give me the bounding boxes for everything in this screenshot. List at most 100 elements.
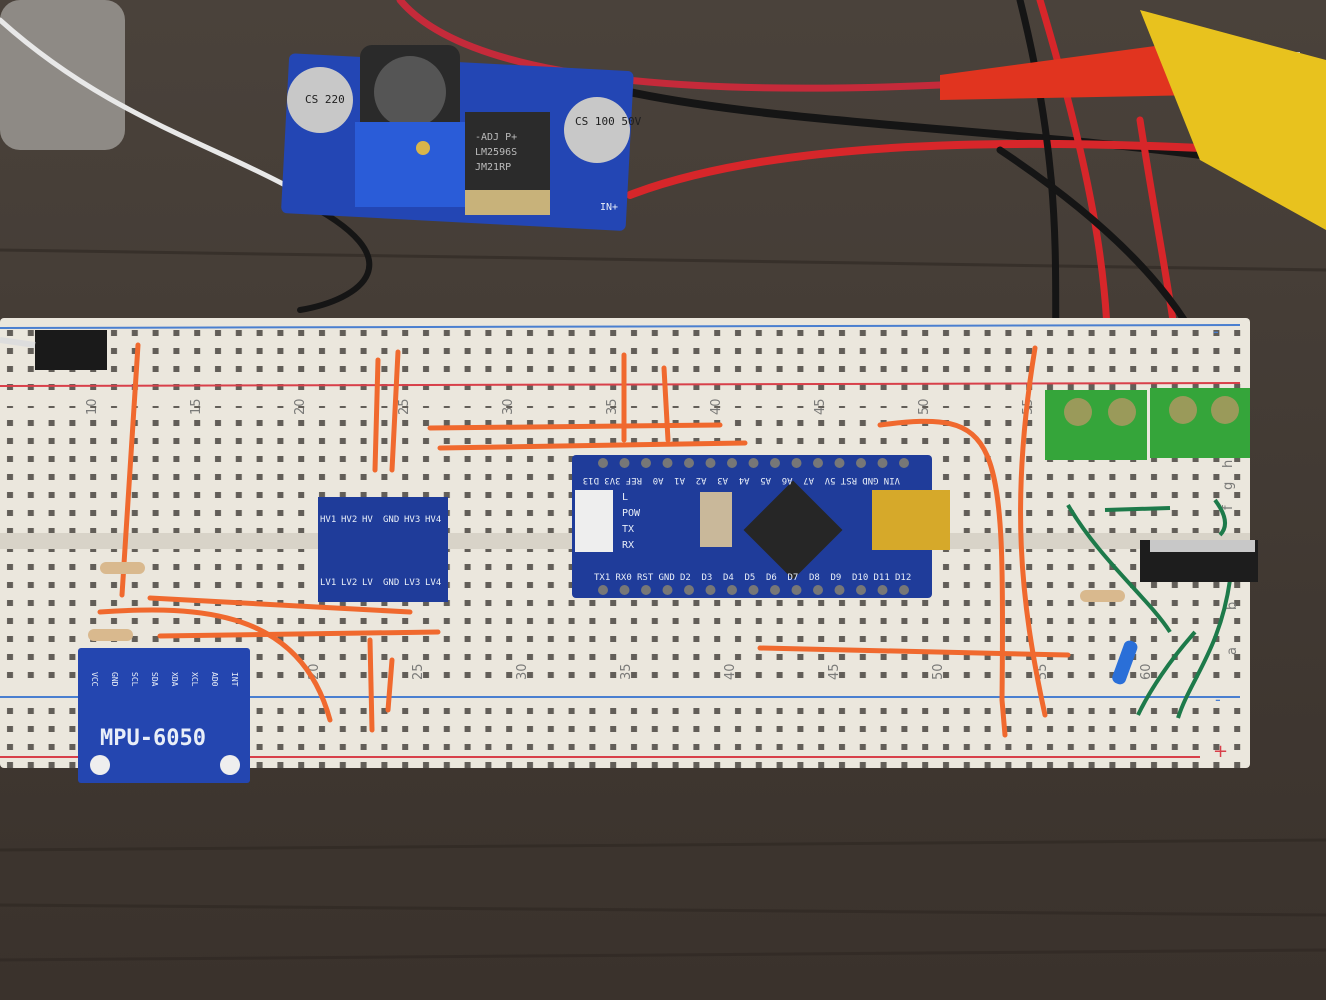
- nano-pin-label: RST: [637, 573, 654, 583]
- capacitor-right: [564, 97, 630, 163]
- column-number: 60: [1139, 663, 1154, 680]
- nano-pin-label: GND: [862, 475, 878, 485]
- level-shifter-pin-label: LV4: [425, 578, 441, 588]
- mpu6050-pin-label: XCL: [190, 672, 199, 687]
- nano-pin-label: REF: [626, 475, 642, 485]
- header-pin: [705, 585, 716, 595]
- column-number: 30: [515, 663, 530, 680]
- header-pin: [856, 585, 866, 595]
- rail-minus-bottom: -: [1215, 690, 1221, 709]
- column-number: 35: [619, 663, 634, 680]
- mpu6050-pin-label: VCC: [90, 672, 99, 687]
- header-pin: [662, 458, 673, 468]
- row-letter: g: [1221, 482, 1236, 490]
- mpu6050-pin-label: XDA: [170, 672, 179, 687]
- header-pin: [598, 585, 608, 595]
- resistor: [1080, 590, 1125, 602]
- green-wires: [1066, 498, 1232, 719]
- buck-converter-module: CS 220 -ADJ P+ LM2596S JM21RP CS 100 50V…: [281, 45, 642, 231]
- icsp-header: [575, 490, 613, 552]
- column-number: 50: [931, 663, 946, 680]
- column-number: 35: [605, 398, 620, 415]
- nano-pin-label: 3V3: [604, 475, 620, 485]
- level-shifter-pin-label: HV4: [425, 515, 441, 525]
- nano-pin-label: D8: [809, 573, 820, 583]
- header-pin: [662, 585, 673, 595]
- in-label: IN+: [600, 202, 618, 213]
- column-number: 30: [501, 398, 516, 415]
- nano-pin-label: A7: [803, 475, 814, 485]
- column-number: 10: [85, 398, 100, 415]
- header-pin: [684, 458, 694, 468]
- header-pin: [791, 585, 802, 595]
- nano-pin-label: A0: [653, 475, 664, 485]
- nano-pin-label: D5: [745, 573, 756, 583]
- microcontroller: [743, 480, 843, 580]
- column-number: 20: [293, 398, 308, 415]
- level-shifter-pin-label: LV3: [404, 578, 420, 588]
- rail-minus-top: -: [1213, 322, 1219, 341]
- header-pin: [748, 458, 759, 468]
- nano-pin-label: D4: [723, 573, 734, 583]
- mpu6050-pin-label: GND: [110, 672, 119, 687]
- nano-pin-label: GND: [659, 573, 675, 583]
- nano-pin-label: RX0: [616, 573, 632, 583]
- reset-button: [700, 492, 732, 547]
- header-pin: [770, 585, 780, 595]
- nano-led-label: POW: [622, 508, 641, 519]
- mpu6050-pin-label: INT: [230, 672, 239, 687]
- level-shifter-pin-label: LV2: [341, 578, 357, 588]
- nano-pin-label: VIN: [884, 475, 900, 485]
- nano-pin-label: A1: [674, 475, 685, 485]
- capacitor-left-label: CS 220: [305, 93, 345, 106]
- row-letter: f: [1221, 505, 1236, 510]
- level-shifter-pin-label: HV: [362, 515, 373, 525]
- nano-led-label: L: [622, 492, 628, 503]
- header-pin: [856, 458, 866, 468]
- header-pin: [834, 458, 845, 468]
- header-pin: [619, 585, 630, 595]
- column-number: 15: [189, 398, 204, 415]
- header-pin: [877, 585, 888, 595]
- header-pin: [705, 458, 716, 468]
- nano-led-label: TX: [622, 524, 634, 535]
- potentiometer: [355, 122, 465, 207]
- mpu6050-pin-label: SCL: [130, 672, 139, 687]
- rail-divider-bottom: [0, 682, 1250, 696]
- nano-pin-label: D13: [583, 475, 599, 485]
- row-letter: a: [1225, 647, 1240, 655]
- screw-terminal-blocks: [1045, 388, 1250, 460]
- column-number: 25: [397, 398, 412, 415]
- header-pin: [791, 458, 802, 468]
- capacitor-left: [287, 67, 353, 133]
- nano-led-label: RX: [622, 540, 634, 551]
- header-pin: [770, 458, 780, 468]
- header-pin: [727, 458, 737, 468]
- mpu6050-pin-label: AD0: [210, 672, 219, 687]
- row-letter: b: [1225, 602, 1240, 610]
- regulator-text-1: JM21RP: [475, 162, 511, 173]
- header-pin: [727, 585, 737, 595]
- nano-pin-label: D2: [680, 573, 691, 583]
- header-pin: [899, 458, 909, 468]
- header-pin: [813, 458, 823, 468]
- column-number: 25: [411, 663, 426, 680]
- yellow-tool: [1140, 10, 1326, 230]
- nano-pin-label: D7: [788, 573, 799, 583]
- header-pin: [813, 585, 823, 595]
- level-shifter-pin-label: LV: [362, 578, 373, 588]
- nano-pin-label: D3: [702, 573, 713, 583]
- header-pin: [748, 585, 759, 595]
- dupont-connector: [35, 330, 107, 370]
- jumper-wires: [97, 342, 1071, 738]
- resistors: [88, 562, 1138, 685]
- header-pin: [641, 458, 651, 468]
- wood-grain: [0, 248, 1326, 962]
- header-pin: [684, 585, 694, 595]
- row-letter: h: [1221, 460, 1236, 468]
- metal-cylinder: [0, 0, 125, 150]
